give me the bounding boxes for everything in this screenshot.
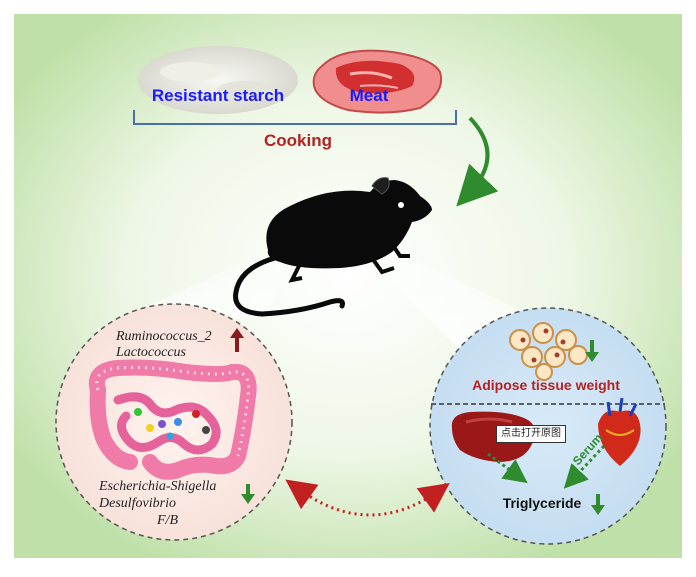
taxon-desulfovibrio-label: Desulfovibrio [98, 496, 176, 511]
fb-ratio-label: F/B [156, 513, 178, 528]
resistant-starch-image [138, 46, 298, 114]
gut-host-interaction-arrow [285, 479, 450, 517]
meat-label: Meat [350, 86, 389, 105]
open-original-image-button[interactable]: 点击打开原图 [496, 425, 566, 443]
resistant-starch-label: Resistant starch [152, 86, 284, 105]
up-arrow-head-icon [230, 328, 244, 338]
taxon-ruminococcus-label: Ruminococcus_2 [115, 329, 212, 344]
triglyceride-label: Triglyceride [503, 495, 582, 511]
taxon-escherichia-label: Escherichia-Shigella [98, 479, 216, 494]
mouse-image [233, 177, 432, 317]
adipose-down-arrow-head-icon [585, 352, 599, 362]
heart-image [598, 397, 641, 466]
meat-image [312, 49, 442, 114]
taxon-lactococcus-label: Lactococcus [115, 345, 187, 360]
liver-image [451, 411, 536, 462]
adipose-weight-label: Adipose tissue weight [472, 377, 620, 393]
serum-to-tg-arrow [563, 444, 606, 489]
cooking-bracket [133, 110, 457, 125]
cooking-to-mouse-arrow [456, 116, 499, 207]
liver-to-tg-arrow [487, 452, 528, 484]
tg-down-arrow-head-icon [591, 505, 605, 515]
adipocytes-image [509, 322, 588, 381]
down-arrow-head-icon [241, 494, 255, 504]
cooking-label: Cooking [264, 131, 332, 150]
intestine-image [89, 359, 257, 480]
